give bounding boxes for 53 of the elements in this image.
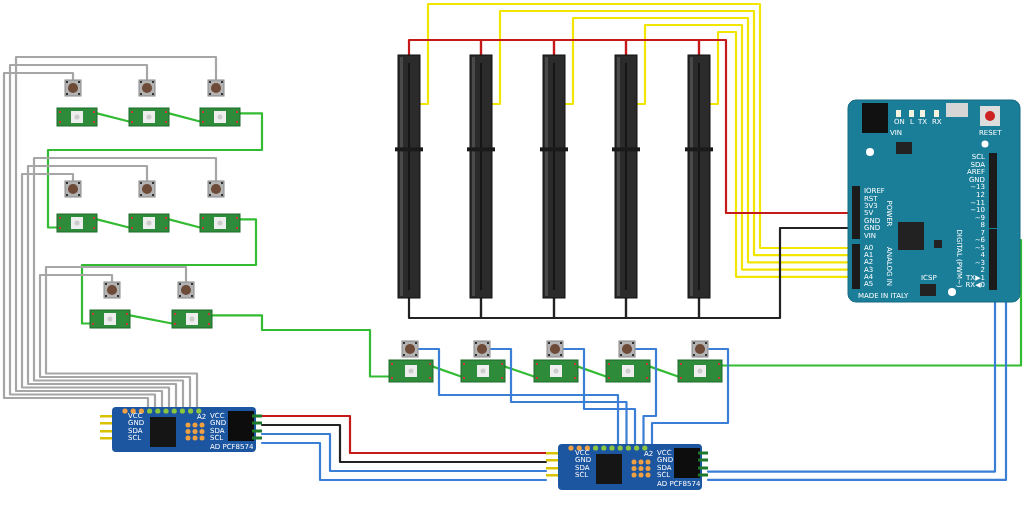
wire xyxy=(260,432,548,473)
push-button xyxy=(473,340,491,358)
wire xyxy=(46,112,264,229)
push-button xyxy=(207,79,225,97)
slide-potentiometer xyxy=(543,55,565,298)
io-expander-board xyxy=(100,407,262,452)
push-button xyxy=(691,340,709,358)
wire xyxy=(489,347,628,446)
push-button xyxy=(64,79,82,97)
push-button xyxy=(546,340,564,358)
wire xyxy=(552,38,628,57)
push-button xyxy=(177,281,195,299)
rgb-led-module xyxy=(57,108,97,126)
io-expander-board xyxy=(546,444,708,490)
rgb-led-module xyxy=(129,108,169,126)
wire xyxy=(260,414,548,455)
wire xyxy=(80,218,258,325)
wire xyxy=(260,441,548,482)
wire xyxy=(260,423,548,464)
slide-potentiometer xyxy=(470,55,492,298)
push-button xyxy=(618,340,636,358)
wire xyxy=(697,38,850,215)
push-button xyxy=(138,180,156,198)
microcontroller-board xyxy=(848,100,1020,302)
slide-potentiometer xyxy=(688,55,710,298)
rgb-led-module xyxy=(57,214,97,232)
rgb-led-module xyxy=(606,360,650,382)
slide-potentiometer xyxy=(398,55,420,298)
wire xyxy=(407,38,483,57)
wire xyxy=(634,347,658,446)
slide-potentiometer xyxy=(615,55,637,298)
push-button xyxy=(138,79,156,97)
rgb-led-module xyxy=(461,360,505,382)
rgb-led-module xyxy=(389,360,433,382)
push-button xyxy=(401,340,419,358)
rgb-led-module xyxy=(129,214,169,232)
rgb-led-module xyxy=(200,108,240,126)
wire xyxy=(624,38,701,57)
wire xyxy=(562,347,637,446)
rgb-led-module xyxy=(90,310,130,328)
push-button xyxy=(207,180,225,198)
wire xyxy=(650,347,730,446)
rgb-led-module xyxy=(172,310,212,328)
push-button xyxy=(64,180,82,198)
push-button xyxy=(103,281,121,299)
wire xyxy=(14,55,218,409)
wire xyxy=(32,156,218,409)
wire xyxy=(697,226,850,320)
rgb-led-module xyxy=(678,360,722,382)
rgb-led-module xyxy=(534,360,578,382)
wire xyxy=(479,38,556,57)
rgb-led-module xyxy=(200,214,240,232)
wire xyxy=(417,347,620,446)
